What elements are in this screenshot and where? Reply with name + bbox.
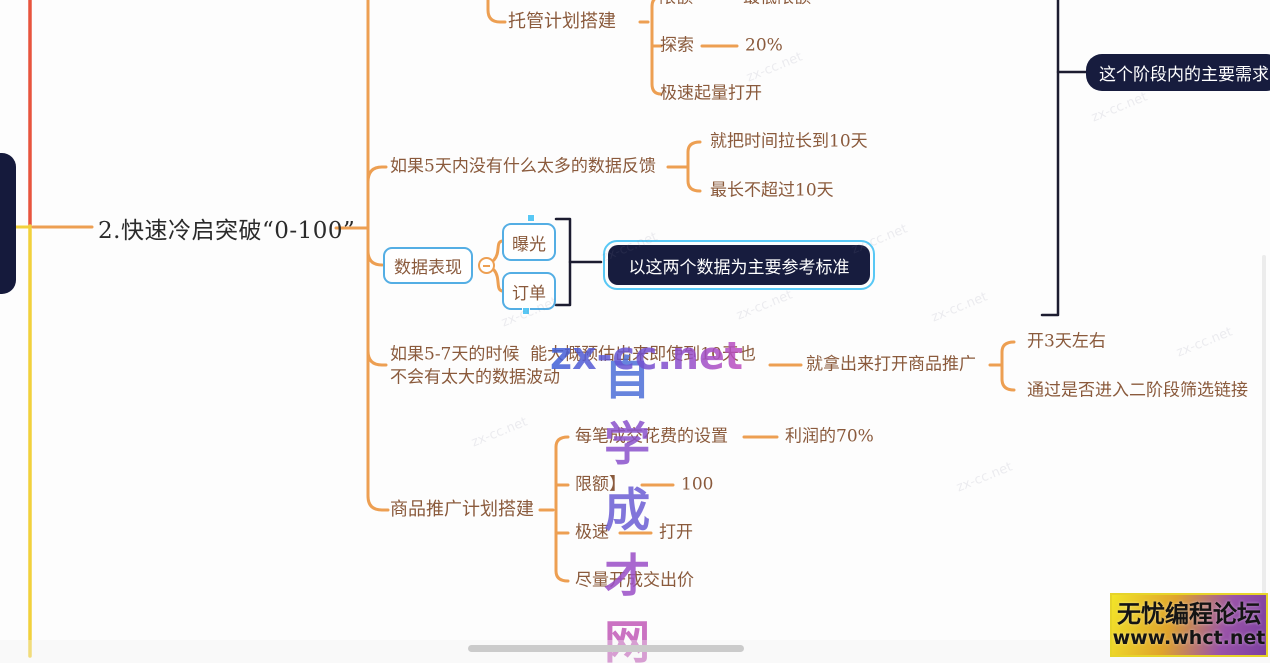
- watermark-tile: zx-cc.net: [1174, 324, 1235, 361]
- topic-plan-limit[interactable]: 限额】: [575, 474, 626, 495]
- topic-explore-value[interactable]: 20%: [745, 35, 783, 56]
- forum-logo-url: www.whct.net: [1112, 626, 1266, 649]
- topic-stage-note-label: 这个阶段内的主要需求: [1099, 65, 1269, 85]
- watermark-tile: zx-cc.net: [929, 289, 990, 326]
- central-topic-node[interactable]: [0, 153, 16, 294]
- topic-plan-rapid-value[interactable]: 打开: [659, 522, 693, 543]
- topic-estimate-line1[interactable]: 如果5-7天的时候 能大概预估出来即使到10天也: [390, 344, 756, 365]
- topic-extend-time[interactable]: 就把时间拉长到10天: [710, 131, 868, 152]
- topic-exposure[interactable]: 曝光: [502, 223, 556, 261]
- topic-feedback[interactable]: 如果5天内没有什么太多的数据反馈: [390, 156, 656, 177]
- site-watermark-char: 成: [604, 483, 653, 537]
- topic-orders[interactable]: 订单: [502, 272, 556, 310]
- topic-limit-value[interactable]: 最低限额: [743, 0, 811, 9]
- topic-cost-setting[interactable]: 每笔成交花费的设置: [575, 426, 728, 447]
- topic-data-performance[interactable]: 数据表现: [383, 247, 473, 284]
- selection-handle-bottom[interactable]: [522, 307, 530, 315]
- topic-limit[interactable]: 限额: [659, 0, 693, 9]
- topic-duration[interactable]: 开3天左右: [1027, 331, 1106, 352]
- forum-logo-title: 无忧编程论坛: [1117, 599, 1261, 629]
- topic-exposure-label: 曝光: [512, 234, 546, 255]
- selection-handle-top[interactable]: [527, 214, 535, 222]
- watermark-tile: zx-cc.net: [469, 414, 530, 451]
- topic-cost-value[interactable]: 利润的70%: [785, 426, 874, 447]
- horizontal-scrollbar-thumb[interactable]: [468, 645, 744, 652]
- site-watermark-char: 自: [604, 351, 653, 405]
- topic-explore[interactable]: 探索: [660, 35, 694, 56]
- topic-summary-label: 以这两个数据为主要参考标准: [628, 257, 850, 278]
- site-url-watermark: zx-cc.net: [550, 334, 743, 378]
- watermark-tile: zx-cc.net: [734, 287, 795, 324]
- watermark-tile: zx-cc.net: [954, 459, 1015, 496]
- topic-data-performance-label: 数据表现: [394, 258, 462, 278]
- topic-estimate-line2[interactable]: 不会有太大的数据波动: [390, 367, 560, 388]
- site-watermark-char: 学: [604, 417, 653, 471]
- topic-stage-note[interactable]: 这个阶段内的主要需求: [1086, 54, 1270, 91]
- minus-icon: [483, 264, 490, 267]
- topic-product-plan[interactable]: 商品推广计划搭建: [390, 498, 534, 520]
- topic-main[interactable]: 2.快速冷启突破“0-100”: [98, 218, 356, 244]
- collapse-icon[interactable]: [478, 257, 495, 274]
- forum-logo: 无忧编程论坛 www.whct.net: [1110, 593, 1268, 657]
- topic-plan-limit-value[interactable]: 100: [681, 474, 714, 495]
- topic-open-product-promo[interactable]: 就拿出来打开商品推广: [806, 354, 976, 375]
- topic-plan-rapid[interactable]: 极速: [575, 522, 609, 543]
- topic-max-days[interactable]: 最长不超过10天: [710, 180, 834, 201]
- vertical-scrollbar-track[interactable]: [1262, 255, 1266, 645]
- topic-orders-label: 订单: [512, 283, 546, 304]
- site-watermark-char: 网: [604, 615, 653, 663]
- topic-stage2-filter[interactable]: 通过是否进入二阶段筛选链接: [1027, 380, 1248, 401]
- topic-summary[interactable]: 以这两个数据为主要参考标准: [608, 245, 870, 285]
- outer-summary-bracket: [1040, 0, 1060, 317]
- site-watermark: 自 学 成 才 网: [532, 288, 652, 663]
- topic-rapid-launch[interactable]: 极速起量打开: [660, 83, 762, 104]
- watermark-tile: zx-cc.net: [849, 221, 910, 258]
- topic-hosted-plan[interactable]: 托管计划搭建: [508, 10, 616, 32]
- watermark-tile: zx-cc.net: [1089, 89, 1150, 126]
- summary-selection-ring: [603, 240, 875, 290]
- topic-deal-bid[interactable]: 尽量开成交出价: [575, 570, 694, 591]
- site-watermark-char: 才: [604, 549, 653, 603]
